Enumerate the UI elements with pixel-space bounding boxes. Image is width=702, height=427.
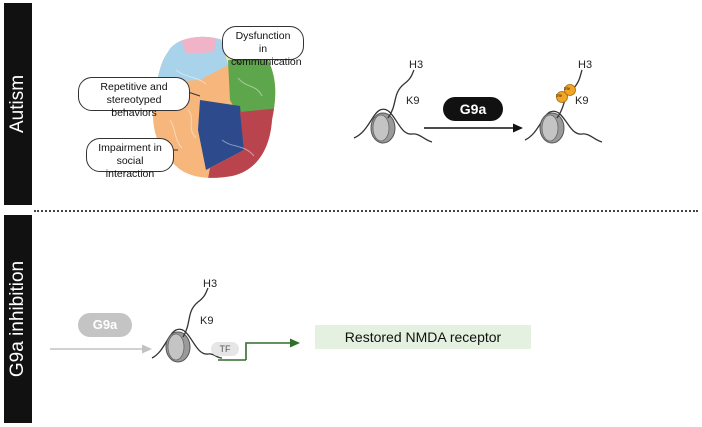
restored-nmda-receptor-box: Restored NMDA receptor — [315, 325, 531, 349]
callout-dysfunction-line-2: communication — [231, 56, 302, 68]
label-k9-top-left: K9 — [406, 95, 420, 107]
callout-repetitive-behaviors: Repetitive and stereotyped behaviors — [78, 77, 190, 119]
transcription-arrow — [245, 342, 292, 360]
nucleosome-top-right — [524, 69, 603, 144]
methyl-mark-1 — [556, 91, 568, 103]
section-divider — [34, 210, 698, 212]
callout-impairment-line-2: social interaction — [105, 155, 155, 180]
callout-dysfunction-line-1: Dysfunction in — [235, 30, 291, 55]
brain-region-green — [228, 56, 276, 118]
label-k9-bottom: K9 — [200, 315, 214, 327]
autism-section-bar: Autism — [4, 3, 32, 205]
label-k9-top-right: K9 — [575, 95, 589, 107]
methyl-label-1: Me — [556, 93, 563, 98]
label-h3-top-right: H3 — [578, 59, 593, 71]
nucleosome-bottom — [151, 287, 300, 363]
label-h3-top-left: H3 — [409, 59, 424, 71]
callout-dysfunction-communication: Dysfunction in communication — [222, 26, 304, 68]
callout-repetitive-line-2: stereotyped behaviors — [106, 94, 162, 119]
brain-region-navy — [198, 100, 244, 170]
brain-region-pink — [178, 36, 218, 54]
callout-impairment-line-1: Impairment in — [98, 142, 162, 154]
nucleosome-top-left — [353, 69, 433, 144]
histone-tail-bottom — [182, 287, 209, 338]
label-h3-bottom: H3 — [203, 278, 218, 290]
g9a-enzyme-badge: G9a — [443, 97, 503, 121]
g9a-inhibition-section-bar: G9a inhibition — [4, 215, 32, 423]
histone-tail-top-left — [387, 69, 415, 119]
methyl-mark-2 — [564, 84, 576, 96]
methyl-label-2: Me — [564, 86, 571, 91]
callout-repetitive-line-1: Repetitive and — [100, 81, 168, 93]
g9a-inhibited-badge: G9a — [78, 313, 132, 337]
callout-impairment-social: Impairment in social interaction — [86, 138, 174, 180]
transcription-factor-badge: TF — [211, 342, 239, 356]
